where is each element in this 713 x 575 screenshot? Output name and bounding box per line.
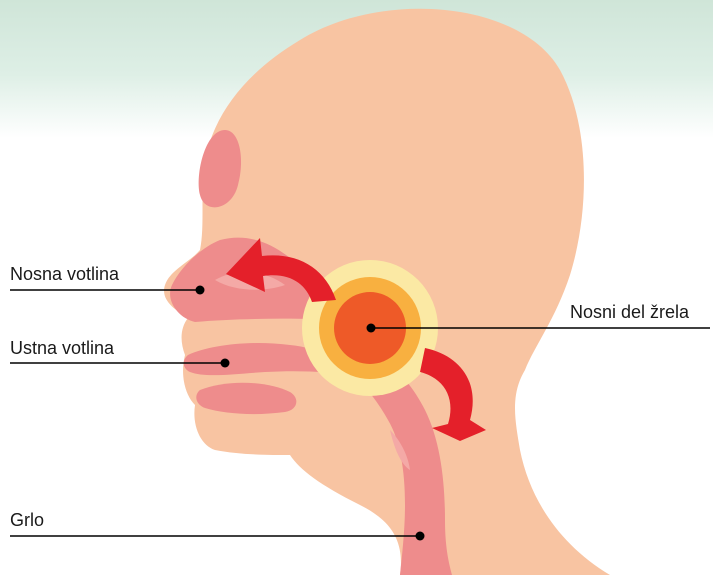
label-nasal-cavity: Nosna votlina <box>10 264 119 285</box>
dot-throat <box>416 532 425 541</box>
label-nasopharynx: Nosni del žrela <box>570 302 689 323</box>
label-oral-cavity: Ustna votlina <box>10 338 114 359</box>
label-throat: Grlo <box>10 510 44 531</box>
dot-oral-cavity <box>221 359 230 368</box>
dot-nasopharynx <box>367 324 376 333</box>
dot-nasal-cavity <box>196 286 205 295</box>
